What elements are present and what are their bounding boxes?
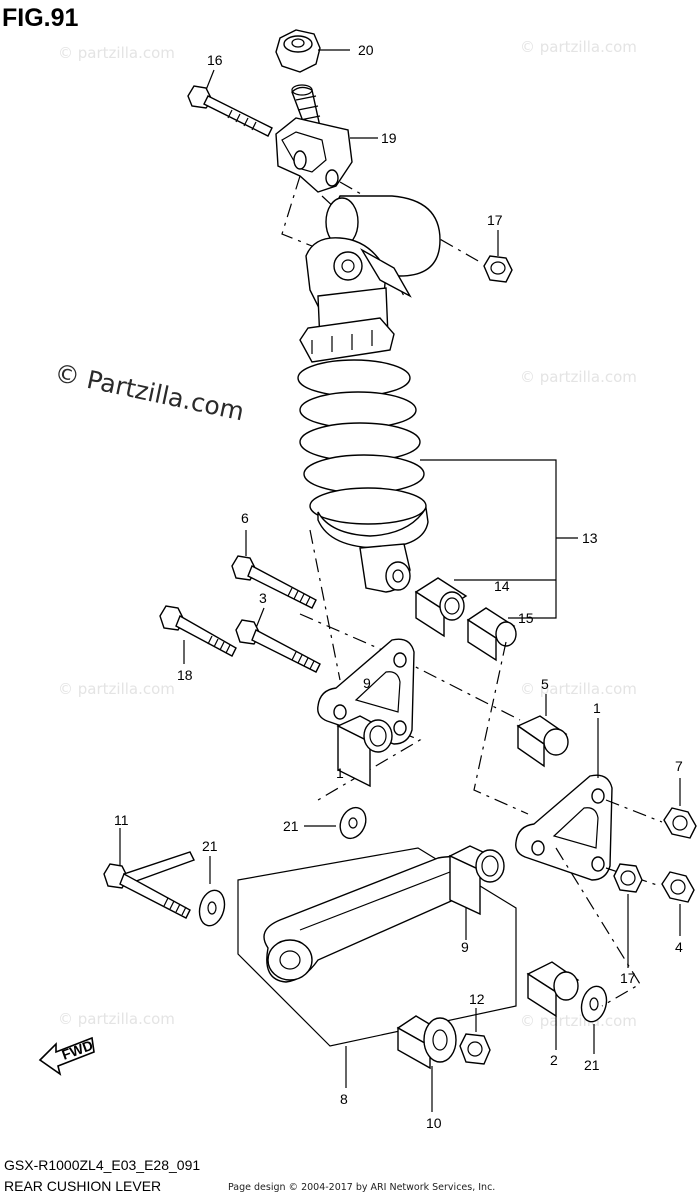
part-2-collar[interactable] (526, 961, 580, 1050)
callout-16: 16 (207, 52, 223, 68)
callout-21-right: 21 (584, 1057, 600, 1073)
watermark: © partzilla.com (58, 1010, 175, 1028)
callout-1-left: 1 (336, 765, 344, 781)
part-21-washer-upper[interactable] (304, 803, 371, 842)
part-12-nut[interactable] (459, 1008, 491, 1065)
callout-13: 13 (582, 530, 598, 546)
callout-18: 18 (177, 667, 193, 683)
callout-21-upper: 21 (283, 818, 299, 834)
part-7-nut[interactable] (605, 778, 697, 839)
figure-title: FIG.91 (2, 4, 79, 32)
callout-4: 4 (675, 939, 683, 955)
diagram-code: GSX-R1000ZL4_E03_E28_091 (4, 1157, 201, 1173)
part-4-nut[interactable] (605, 867, 695, 936)
watermark: © partzilla.com (520, 368, 637, 386)
callout-10: 10 (426, 1115, 442, 1131)
watermark: © partzilla.com (58, 680, 175, 698)
part-14-bushing[interactable] (414, 577, 468, 638)
callout-11: 11 (114, 812, 129, 828)
callout-7: 7 (675, 758, 683, 774)
watermark: © partzilla.com (58, 44, 175, 62)
diagram-name: REAR CUSHION LEVER (4, 1178, 162, 1194)
part-13-shock-absorber[interactable] (297, 195, 441, 593)
callout-6: 6 (241, 510, 249, 526)
part-15-spacer[interactable] (466, 607, 517, 662)
fwd-arrow-icon: FWD (38, 1037, 95, 1076)
callout-20: 20 (358, 42, 374, 58)
part-17-nut-upper[interactable] (483, 230, 513, 283)
callout-9-left: 9 (363, 675, 371, 691)
callout-3: 3 (259, 590, 267, 606)
callout-12: 12 (469, 991, 485, 1007)
part-1-plate-left[interactable] (317, 638, 415, 766)
part-3-bolt[interactable] (235, 607, 321, 673)
callout-2: 2 (550, 1052, 558, 1068)
part-6-bolt[interactable] (231, 530, 317, 609)
watermark: © partzilla.com (520, 38, 637, 56)
watermark: © partzilla.com (520, 1012, 637, 1030)
callout-19: 19 (381, 130, 397, 146)
part-1-plate-right[interactable] (515, 718, 613, 881)
part-10-flanged-collar[interactable] (396, 1015, 457, 1112)
callout-15: 15 (518, 610, 534, 626)
part-20-nut[interactable] (275, 29, 350, 73)
part-17-nut-lower[interactable] (613, 863, 643, 968)
callout-21-left: 21 (202, 838, 218, 854)
part-19-upper-bracket[interactable] (275, 84, 378, 193)
callout-8: 8 (340, 1091, 348, 1107)
part-21-washer-right[interactable] (578, 984, 610, 1054)
part-9-bearing-left[interactable] (336, 715, 393, 788)
part-21-washer-left[interactable] (196, 856, 228, 928)
part-16-bolt[interactable] (187, 69, 273, 137)
callout-9-right: 9 (461, 939, 469, 955)
part-18-bolt[interactable] (159, 605, 237, 664)
callout-1-right: 1 (593, 700, 601, 716)
callout-17-upper: 17 (487, 212, 503, 228)
page-credit: Page design © 2004-2017 by ARI Network S… (228, 1182, 496, 1193)
callout-5: 5 (541, 676, 549, 692)
callout-17-lower: 17 (620, 970, 636, 986)
watermark: © partzilla.com (520, 680, 637, 698)
part-11-bolt[interactable] (103, 828, 195, 919)
part-9-bearing-right[interactable] (448, 845, 505, 940)
callout-14: 14 (494, 578, 510, 594)
part-5-collar[interactable] (516, 694, 569, 768)
